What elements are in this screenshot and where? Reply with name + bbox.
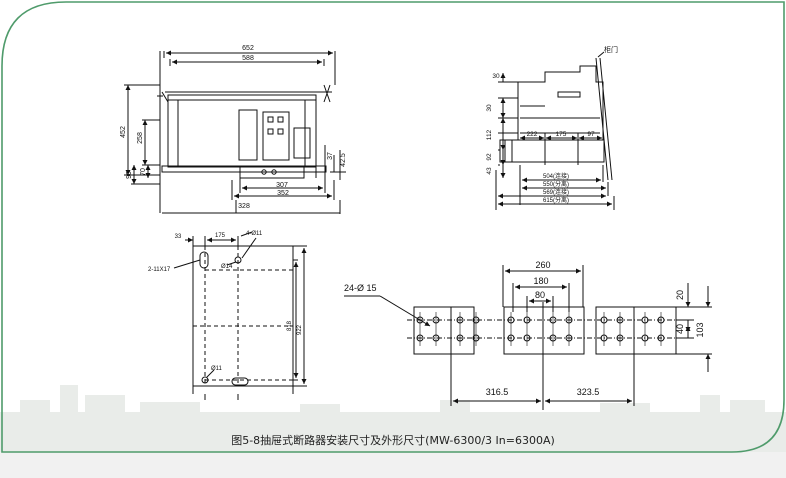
mount-view xyxy=(173,231,307,400)
side-dim615: 615(分离) xyxy=(543,196,569,204)
front-view xyxy=(124,50,346,214)
green-frame xyxy=(1,1,785,453)
front-h37: 37 xyxy=(327,152,334,160)
side-d97: 97 xyxy=(587,131,595,138)
bolt-holes xyxy=(416,316,665,342)
bottom-band xyxy=(0,452,786,478)
mount-slot: 2-11X17 xyxy=(148,267,171,273)
busbar-d260: 260 xyxy=(535,260,550,270)
busbar-view xyxy=(344,265,712,410)
front-h258: 258 xyxy=(137,132,144,144)
front-w328: 328 xyxy=(238,203,250,210)
mount-h922: 922 xyxy=(297,324,303,335)
side-dim569: 569(连接) xyxy=(543,188,569,196)
mount-d33: 33 xyxy=(175,234,182,240)
mount-hole-14: Ø14 xyxy=(221,264,233,270)
front-h452: 452 xyxy=(120,126,127,138)
side-d30-top: 30 xyxy=(492,73,500,80)
front-w352: 352 xyxy=(277,190,289,197)
side-d30: 30 xyxy=(486,104,493,112)
mount-hole-11: Ø11 xyxy=(211,366,223,372)
busbar-d20: 20 xyxy=(675,290,685,300)
front-w652: 652 xyxy=(242,45,254,52)
busbar-holes-label: 24-Ø 15 xyxy=(344,283,377,293)
side-cabinet-door: 柜门 xyxy=(604,45,618,54)
side-d112: 112 xyxy=(486,129,493,140)
side-dim550: 550(分离) xyxy=(543,180,569,188)
figure-caption: 图5-8抽屉式断路器安装尺寸及外形尺寸(MW-6300/3 In=6300A) xyxy=(231,434,555,447)
mount-hole-4-11: 4-Ø11 xyxy=(246,231,263,237)
busbar-d103: 103 xyxy=(695,322,705,337)
front-w588: 588 xyxy=(242,55,254,62)
busbar-d316-5: 316.5 xyxy=(486,387,509,397)
skyline-background xyxy=(0,385,786,452)
mount-h818: 818 xyxy=(287,320,293,331)
busbar-d180: 180 xyxy=(533,276,548,286)
side-d43: 43 xyxy=(486,167,493,175)
side-view xyxy=(495,51,615,210)
front-h70: 70 xyxy=(140,168,147,176)
front-h42-5: 42.5 xyxy=(340,153,347,167)
side-dim504: 504(连接) xyxy=(543,172,569,180)
busbar-d80: 80 xyxy=(535,290,545,300)
busbar-d40: 40 xyxy=(675,324,685,334)
front-w307: 307 xyxy=(276,182,288,189)
hole-centerlines xyxy=(419,312,662,346)
mount-d175: 175 xyxy=(215,233,226,239)
front-h90: 90 xyxy=(126,171,133,179)
busbar-d323-5: 323.5 xyxy=(577,387,600,397)
side-d222: 222 xyxy=(527,131,538,138)
side-d92: 92 xyxy=(486,153,493,161)
side-d175: 175 xyxy=(556,131,567,138)
